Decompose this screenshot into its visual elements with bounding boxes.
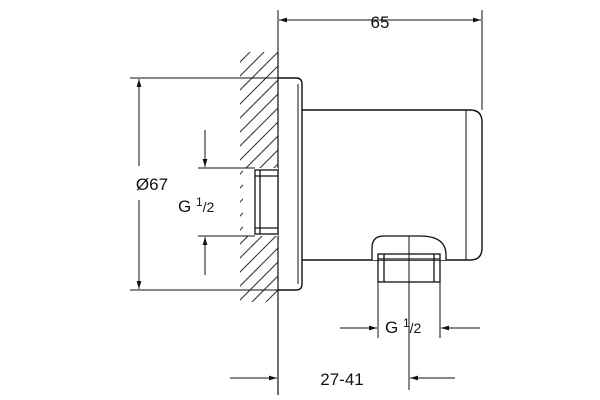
outlet-thread-dimension	[340, 282, 480, 338]
wall-range-label: 27-41	[320, 370, 363, 389]
outlet-thread-label: G 1/2	[385, 316, 422, 337]
inlet-thread-num: 1	[196, 195, 203, 209]
outlet-thread-main: G	[385, 318, 403, 337]
depth-dimension	[277, 10, 483, 110]
outlet-thread-num: 1	[403, 316, 410, 330]
inlet-thread-den: /2	[203, 199, 215, 215]
outlet-thread-den: /2	[410, 320, 422, 336]
wall-range-dimension	[230, 236, 455, 390]
inlet-nipple	[254, 169, 279, 235]
wall-flange	[278, 77, 303, 291]
inlet-thread-dimension	[198, 130, 255, 275]
diameter-dimension	[130, 77, 296, 291]
inlet-thread-main: G	[178, 197, 196, 216]
diameter-label: Ø67	[136, 175, 168, 194]
depth-label: 65	[371, 13, 390, 32]
elbow-body	[302, 109, 483, 261]
inlet-thread-label: G 1/2	[178, 195, 215, 216]
